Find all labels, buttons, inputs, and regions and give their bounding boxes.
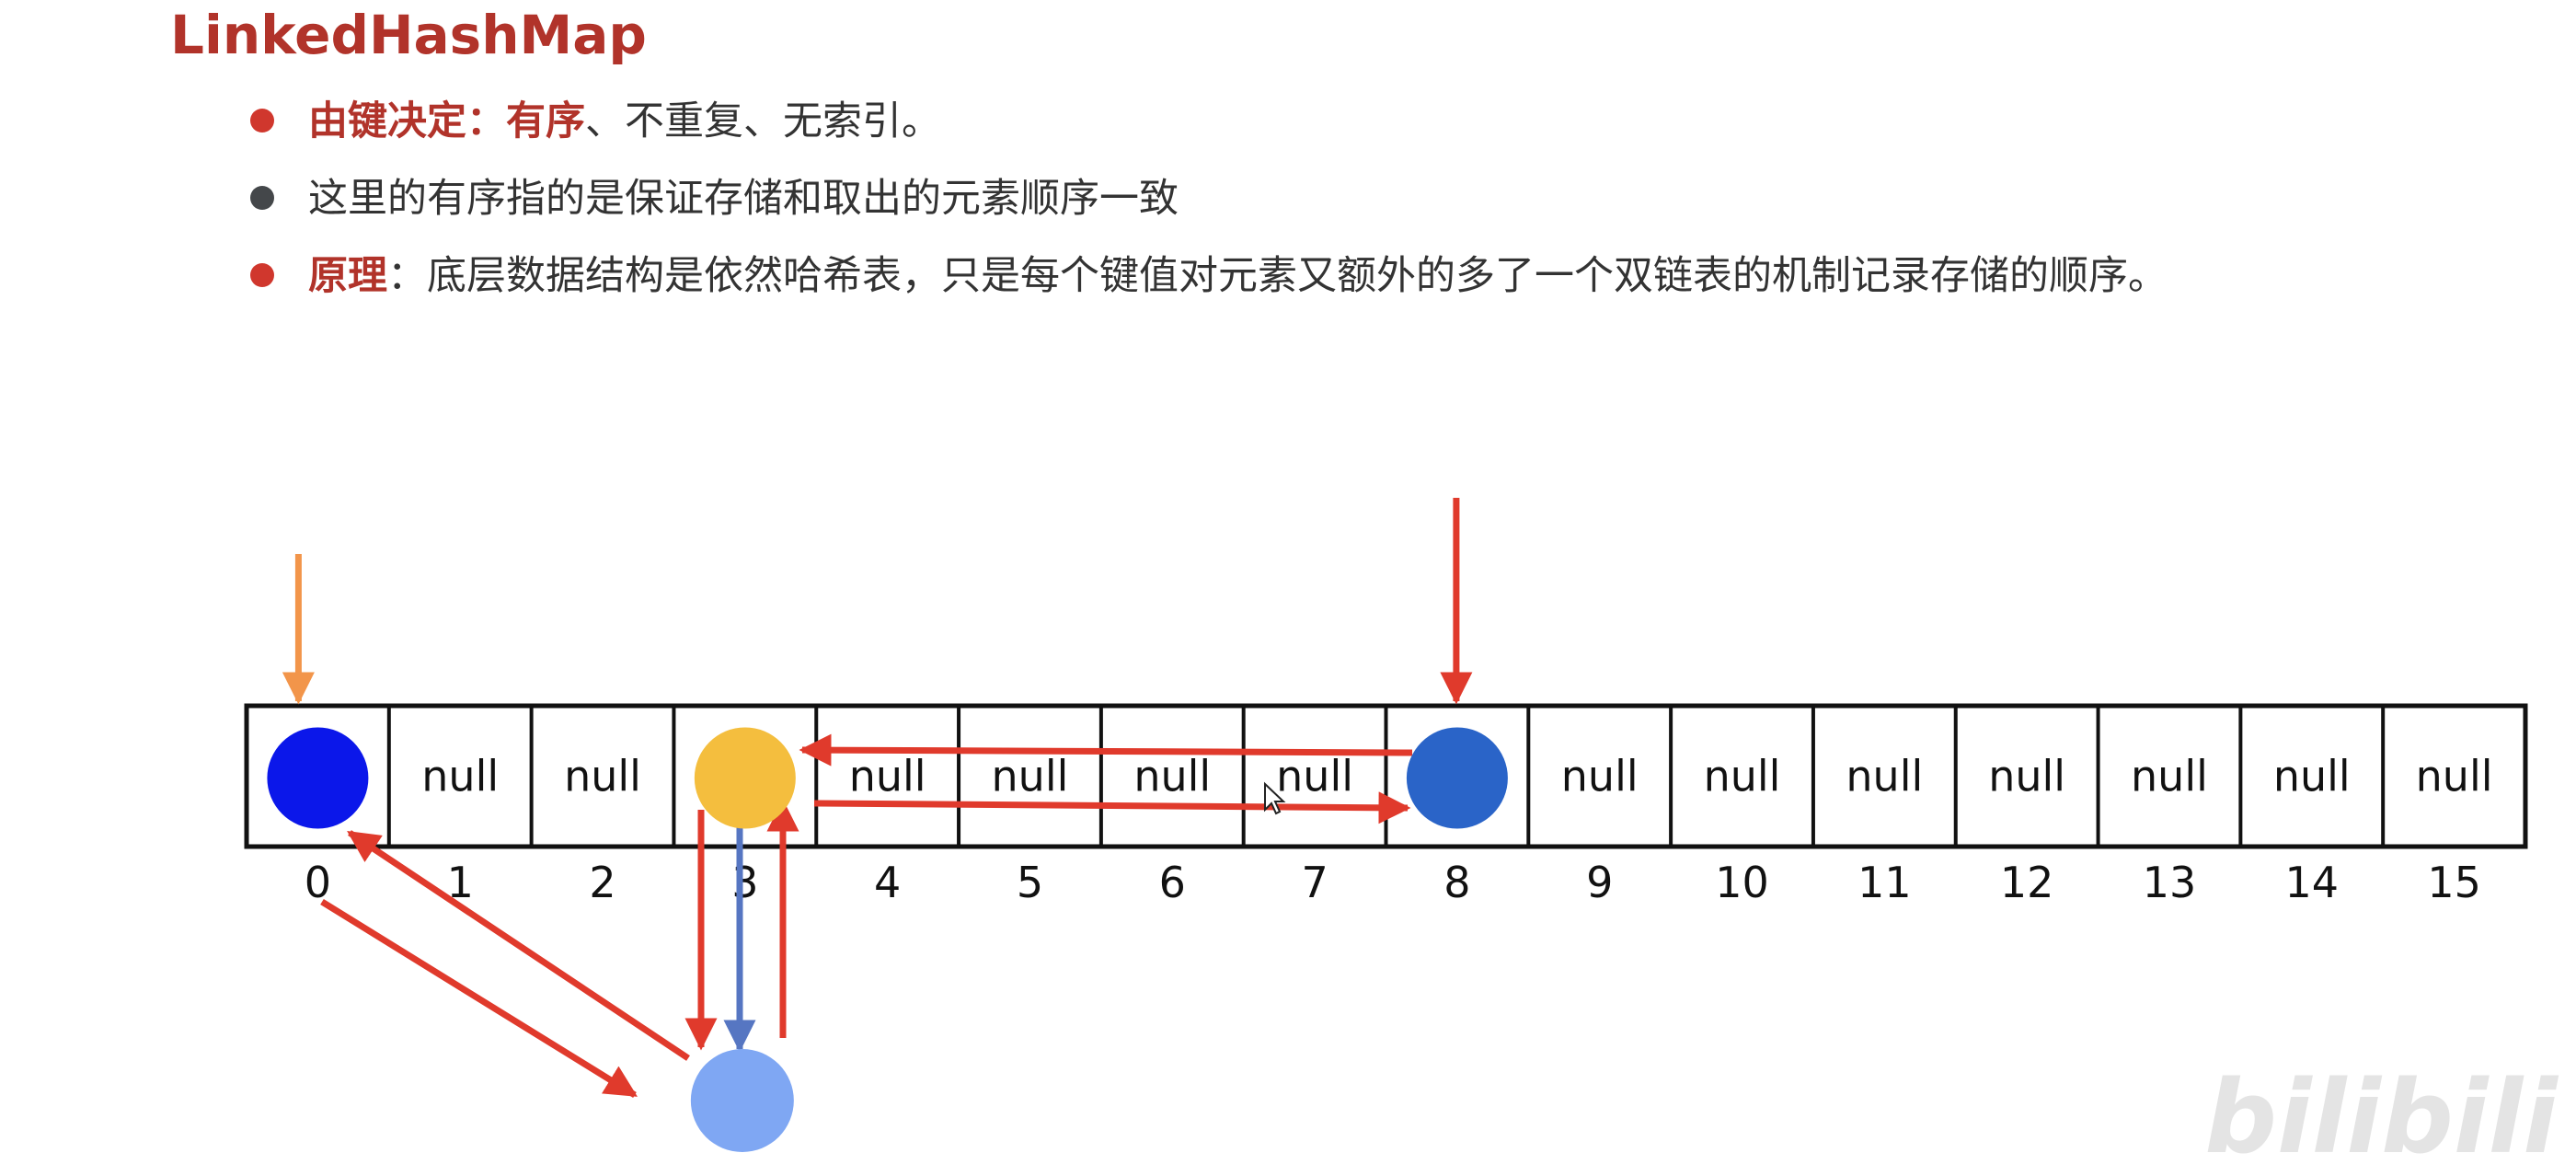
cell-index-label: 13 xyxy=(2143,858,2197,907)
cell-null-label: null xyxy=(1133,752,1211,801)
link-arrow-back xyxy=(799,733,1413,767)
bullet-dot-icon xyxy=(250,263,274,287)
cell-null-label: null xyxy=(1988,752,2065,801)
cell-null-label: null xyxy=(2273,752,2351,801)
entry-node-3 xyxy=(694,727,796,829)
cell-index-label: 0 xyxy=(305,858,331,907)
cell-null-label: null xyxy=(1704,752,1781,801)
bullet-emphasis: 由键决定：有序 xyxy=(308,98,585,144)
entry-node-8 xyxy=(1406,727,1508,829)
cell-index-label: 11 xyxy=(1857,858,1912,907)
cell-index-label: 14 xyxy=(2285,858,2340,907)
link-arrow-forward xyxy=(813,791,1411,824)
cell-index-label: 3 xyxy=(731,858,758,907)
entry-node-0 xyxy=(267,727,369,829)
cell-index-label: 12 xyxy=(2000,858,2054,907)
chained-entry-node xyxy=(690,1049,794,1152)
bullet-emphasis: 原理 xyxy=(308,253,387,299)
mouse-cursor-icon xyxy=(1264,781,1286,815)
cell-index-label: 2 xyxy=(589,858,615,907)
cell-null-label: null xyxy=(564,752,641,801)
cell-null-label: null xyxy=(1846,752,1923,801)
link-arrow-from-slot0 xyxy=(320,899,638,1098)
bullet-dot-icon xyxy=(250,109,274,133)
bullet-list: 由键决定：有序、不重复、无索引。 这里的有序指的是保证存储和取出的元素顺序一致 … xyxy=(250,88,2168,320)
link-arrow-to-slot0 xyxy=(347,830,690,1061)
cell-index-label: 8 xyxy=(1443,858,1470,907)
bullet-item-ordering: 由键决定：有序、不重复、无索引。 xyxy=(250,88,2168,166)
cell-index-label: 10 xyxy=(1715,858,1769,907)
cell-null-label: null xyxy=(2416,752,2493,801)
cell-index-label: 9 xyxy=(1586,858,1613,907)
bullet-text: 这里的有序指的是保证存储和取出的元素顺序一致 xyxy=(308,176,1179,222)
cell-null-label: null xyxy=(992,752,1069,801)
cell-index-label: 5 xyxy=(1017,858,1043,907)
cell-null-label: null xyxy=(421,752,499,801)
cell-index-label: 7 xyxy=(1301,858,1328,907)
page-title: LinkedHashMap xyxy=(170,4,647,66)
bullet-item-order-meaning: 这里的有序指的是保证存储和取出的元素顺序一致 xyxy=(250,166,2168,243)
cell-index-label: 4 xyxy=(874,858,901,907)
cell-null-label: null xyxy=(849,752,926,801)
cell-null-label: null xyxy=(2131,752,2208,801)
bullet-item-principle: 原理：底层数据结构是依然哈希表，只是每个键值对元素又额外的多了一个双链表的机制记… xyxy=(250,243,2168,320)
bullet-dot-icon xyxy=(250,186,274,210)
bullet-text: 、不重复、无索引。 xyxy=(585,98,941,144)
cell-index-label: 6 xyxy=(1159,858,1186,907)
cell-null-label: null xyxy=(1561,752,1639,801)
cell-index-label: 15 xyxy=(2427,858,2481,907)
bilibili-watermark: bilibili xyxy=(2204,1058,2558,1176)
cell-null-label: null xyxy=(1276,752,1353,801)
bullet-text: ：底层数据结构是依然哈希表，只是每个键值对元素又额外的多了一个双链表的机制记录存… xyxy=(387,253,2168,299)
